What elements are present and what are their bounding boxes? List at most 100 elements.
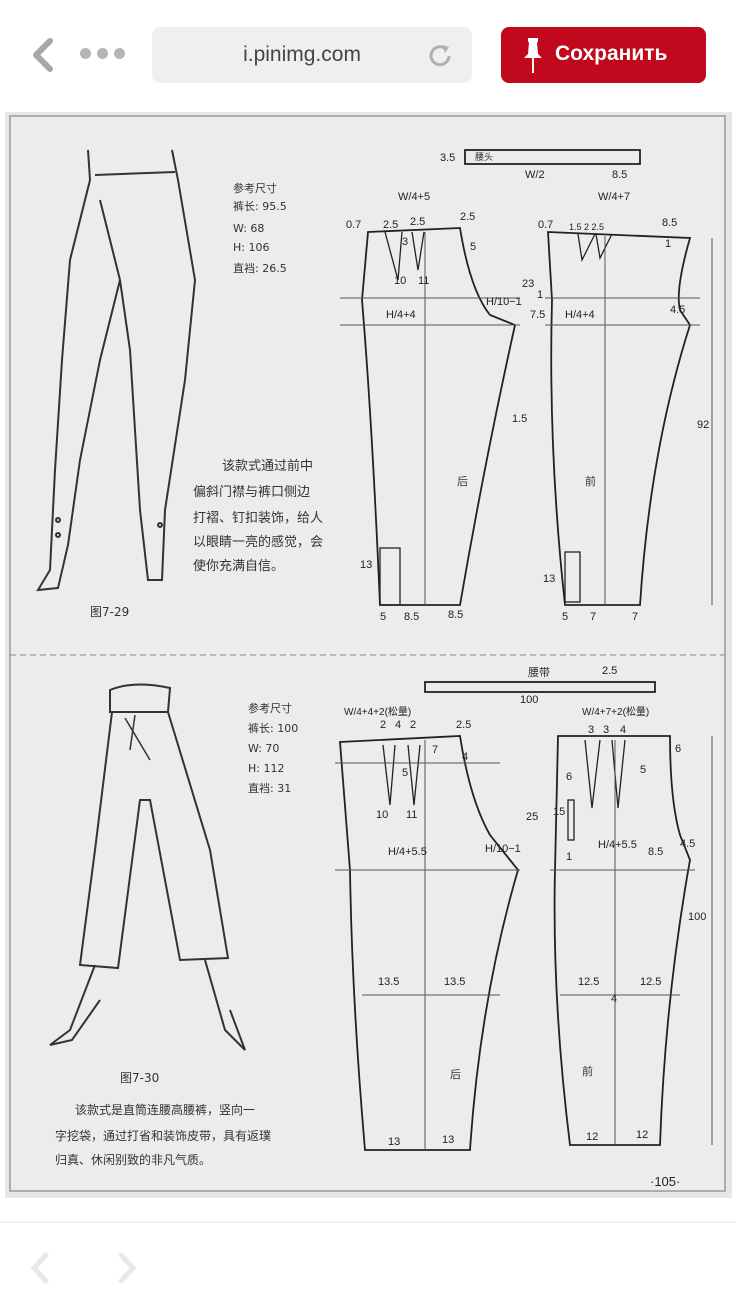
fig2-ref-line: H: 112 bbox=[248, 762, 284, 775]
pattern-measurement-label: 11 bbox=[406, 809, 417, 821]
more-dots-icon[interactable] bbox=[80, 48, 125, 59]
pattern-measurement-label: H/4+5.5 bbox=[388, 846, 427, 858]
pattern-measurement-label: 5 bbox=[402, 767, 408, 779]
pattern-measurement-label: 4 bbox=[395, 719, 401, 731]
fig1-ref-line: H: 106 bbox=[233, 241, 269, 254]
pattern-measurement-label: 5 bbox=[562, 611, 568, 623]
fig1-ref-line: 裤长: 95.5 bbox=[233, 199, 287, 213]
fig2-ref-line: 裤长: 100 bbox=[248, 721, 298, 735]
chevron-left-icon[interactable] bbox=[28, 38, 58, 72]
pattern-measurement-label: 2 bbox=[410, 719, 416, 731]
pattern-measurement-label: 3 bbox=[603, 724, 609, 736]
pattern-measurement-label: 腰带 bbox=[528, 666, 550, 679]
pattern-measurement-label: 后 bbox=[457, 475, 468, 488]
pattern-measurement-label: 7.5 bbox=[530, 309, 545, 321]
trousers-sketch-2 bbox=[49, 683, 246, 1051]
chevron-left-icon[interactable] bbox=[28, 1251, 54, 1285]
pattern-measurement-label: 3 bbox=[402, 236, 408, 248]
pattern-measurement-label: 7 bbox=[432, 744, 438, 756]
pattern-measurement-label: 0.7 bbox=[538, 219, 553, 231]
pattern-measurement-label: 7 bbox=[590, 611, 596, 623]
pattern-page: 参考尺寸 裤长: 95.5 W: 68 H: 106 直裆: 26.5 该款式通… bbox=[5, 112, 732, 1198]
pattern-measurement-label: 2.5 bbox=[456, 719, 471, 731]
pattern-measurement-label: 后 bbox=[450, 1068, 461, 1081]
pattern-measurement-label: W/4+7 bbox=[598, 191, 630, 203]
pattern-measurement-label: 23 bbox=[522, 278, 534, 290]
pattern-measurement-label: 8.5 bbox=[648, 846, 663, 858]
fig2-description: 该款式是直筒连腰高腰裤，竖向一 bbox=[75, 1102, 255, 1117]
pattern-measurement-label: 13 bbox=[543, 573, 555, 585]
pattern-measurement-label: H/10−1 bbox=[485, 843, 521, 855]
pattern-measurement-label: 5 bbox=[470, 241, 476, 253]
fig1-description: 该款式通过前中 bbox=[222, 458, 313, 474]
pattern-measurement-label: 前 bbox=[585, 474, 596, 488]
pattern-measurement-label: 8.5 bbox=[662, 217, 677, 229]
pattern-measurement-label: 2.5 bbox=[602, 665, 617, 677]
pattern-measurement-label: 腰头 bbox=[475, 152, 493, 163]
pattern-measurement-label: 2 bbox=[380, 719, 386, 731]
pattern-measurement-label: 8.5 bbox=[612, 169, 627, 181]
pattern-measurement-label: 6 bbox=[675, 743, 681, 755]
pattern-measurement-label: 4 bbox=[462, 751, 468, 763]
pattern-measurement-label: W/4+4+2(松量) bbox=[344, 705, 411, 718]
pattern-measurement-label: 12.5 bbox=[578, 976, 599, 988]
pin-icon bbox=[524, 38, 542, 73]
fig2-ref-line: W: 70 bbox=[248, 742, 279, 755]
pattern-measurement-label: 1 bbox=[537, 289, 543, 301]
fig1-description: 偏斜门襟与裤口侧边 bbox=[193, 485, 310, 500]
pattern-measurement-label: 13.5 bbox=[378, 976, 399, 988]
fig2-labels: 腰带 2.5 100 W/4+4+2(松量) 2 4 2 2.5 7 4 5 1… bbox=[344, 665, 706, 1148]
save-button[interactable]: Сохранить bbox=[501, 27, 706, 83]
pattern-measurement-label: 1 bbox=[665, 238, 671, 250]
save-label: Сохранить bbox=[555, 42, 668, 65]
trousers-sketch-1 bbox=[36, 149, 197, 592]
pattern-measurement-label: 13 bbox=[442, 1134, 454, 1146]
pattern-measurement-label: 12.5 bbox=[640, 976, 661, 988]
pattern-measurement-label: 4.5 bbox=[680, 838, 695, 850]
pattern-measurement-label: 1.5 bbox=[512, 413, 527, 425]
document-image: 参考尺寸 裤长: 95.5 W: 68 H: 106 直裆: 26.5 该款式通… bbox=[5, 112, 732, 1198]
pattern-measurement-label: 5 bbox=[380, 611, 386, 623]
pattern-measurement-label: 15 bbox=[553, 806, 565, 818]
pattern-measurement-label: 2.5 bbox=[383, 219, 398, 231]
pattern-measurement-label: 1.5 2 2.5 bbox=[569, 222, 604, 232]
pattern-measurement-label: 0.7 bbox=[346, 219, 361, 231]
pattern-measurement-label: 前 bbox=[582, 1064, 593, 1078]
pattern-measurement-label: W/2 bbox=[525, 169, 545, 181]
pattern-measurement-label: H/4+5.5 bbox=[598, 839, 637, 851]
pattern-measurement-label: 1 bbox=[566, 851, 572, 863]
pattern-measurement-label: H/4+4 bbox=[565, 309, 595, 321]
fig1-labels: 3.5 腰头 W/2 8.5 W/4+5 0.7 2.5 2.5 2.5 3 5… bbox=[346, 152, 709, 623]
pattern-measurement-label: 4 bbox=[620, 724, 626, 736]
fig1-ref-line: W: 68 bbox=[233, 222, 264, 235]
page-number: ·105· bbox=[650, 1174, 680, 1189]
url-bar[interactable]: i.pinimg.com bbox=[152, 27, 472, 83]
reload-icon[interactable] bbox=[426, 42, 454, 70]
fig2-ref-line: 直裆: 31 bbox=[248, 781, 291, 795]
pattern-measurement-label: 13 bbox=[360, 559, 372, 571]
fig1-ref-title: 参考尺寸 bbox=[233, 181, 277, 195]
pattern-measurement-label: 8.5 bbox=[404, 611, 419, 623]
pattern-measurement-label: 2.5 bbox=[460, 211, 475, 223]
browser-toolbar: i.pinimg.com Сохранить bbox=[0, 0, 736, 110]
fig1-ref-line: 直裆: 26.5 bbox=[233, 261, 287, 275]
pattern-measurement-label: 8.5 bbox=[448, 609, 463, 621]
bottom-toolbar bbox=[0, 1221, 736, 1310]
chevron-right-icon[interactable] bbox=[113, 1251, 139, 1285]
pattern-measurement-label: H/10−1 bbox=[486, 296, 522, 308]
pattern-measurement-label: W/4+7+2(松量) bbox=[582, 705, 649, 718]
fig1-description: 打褶、钉扣装饰，给人 bbox=[193, 511, 323, 526]
fig2-caption: 图7-30 bbox=[120, 1071, 159, 1085]
fig2-ref-title: 参考尺寸 bbox=[248, 701, 292, 715]
fig1-description: 以眼睛一亮的感觉，会 bbox=[193, 534, 323, 550]
pattern-measurement-label: 25 bbox=[526, 811, 538, 823]
pattern-measurement-label: 12 bbox=[636, 1129, 648, 1141]
pattern-measurement-label: 100 bbox=[520, 694, 538, 706]
pattern-measurement-label: 11 bbox=[418, 275, 429, 287]
pattern-measurement-label: 4.5 bbox=[670, 304, 685, 316]
pattern-measurement-label: 3 bbox=[588, 724, 594, 736]
pattern-pieces-2 bbox=[339, 681, 691, 1151]
pattern-measurement-label: 2.5 bbox=[410, 216, 425, 228]
pattern-measurement-label: 7 bbox=[632, 611, 638, 623]
pattern-measurement-label: 10 bbox=[394, 275, 406, 287]
